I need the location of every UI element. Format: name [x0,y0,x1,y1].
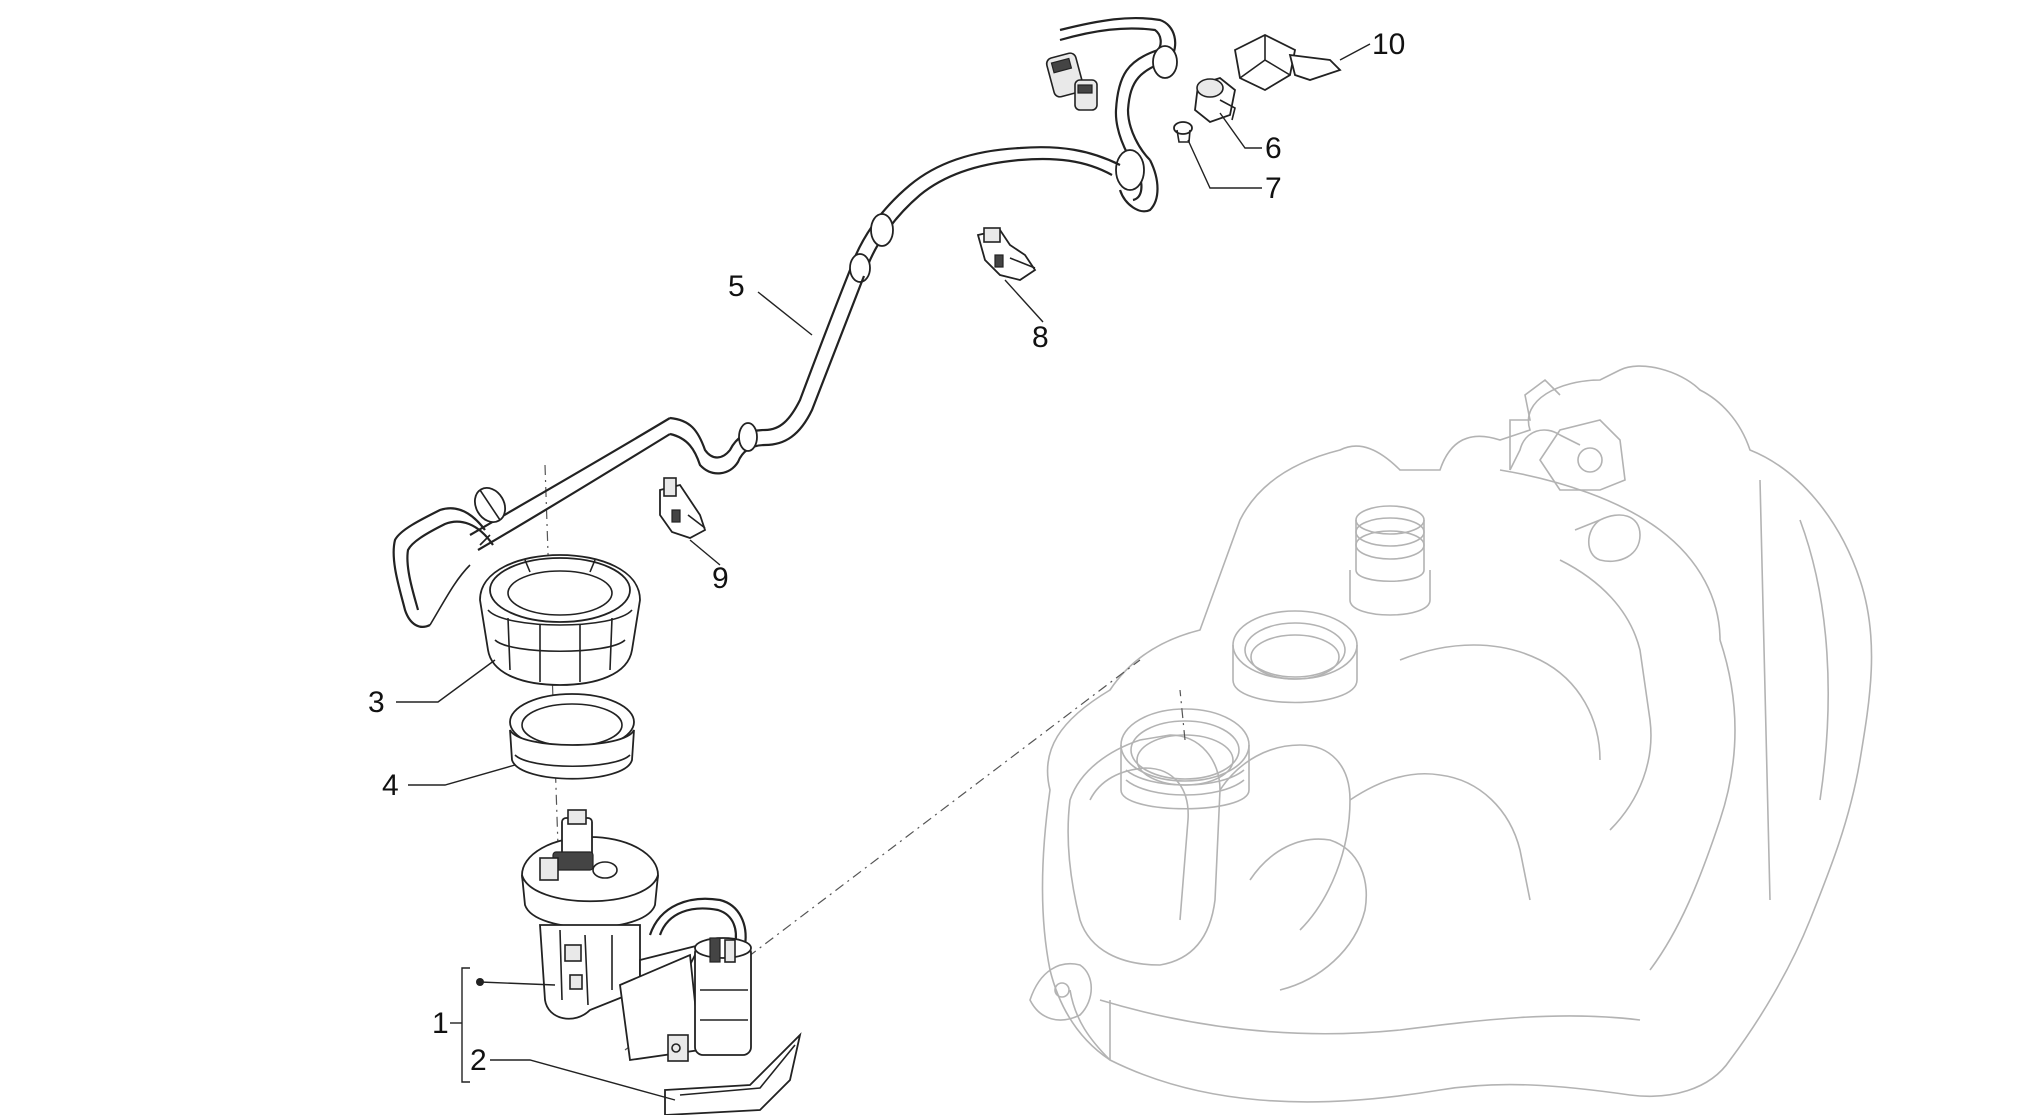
callout-10: 10 [1372,28,1405,61]
callout-8: 8 [1032,321,1049,354]
lock-ring-nut [479,554,641,686]
callout-4: 4 [382,769,399,802]
gasket-seal [509,693,635,780]
callout-7: 7 [1265,172,1282,205]
leader-lines [396,43,1371,1101]
connector-part-8 [976,227,1037,281]
fuel-tank [1029,365,1873,1103]
callout-6: 6 [1265,132,1282,165]
screw [1173,121,1193,143]
fuel-pump-assembly [521,809,802,1115]
hose-clip [1233,33,1342,92]
callout-5: 5 [728,270,745,303]
callout-labels: 10 6 7 8 5 9 3 4 1 2 [368,28,1405,1077]
callout-2: 2 [470,1044,487,1077]
connector-part-9 [659,477,707,539]
callout-1: 1 [432,1007,449,1040]
callout-9: 9 [712,562,729,595]
quick-connector-top [1045,52,1098,111]
fuel-hose [392,16,1178,628]
spacer-bushing [1194,76,1236,124]
callout-3: 3 [368,686,385,719]
